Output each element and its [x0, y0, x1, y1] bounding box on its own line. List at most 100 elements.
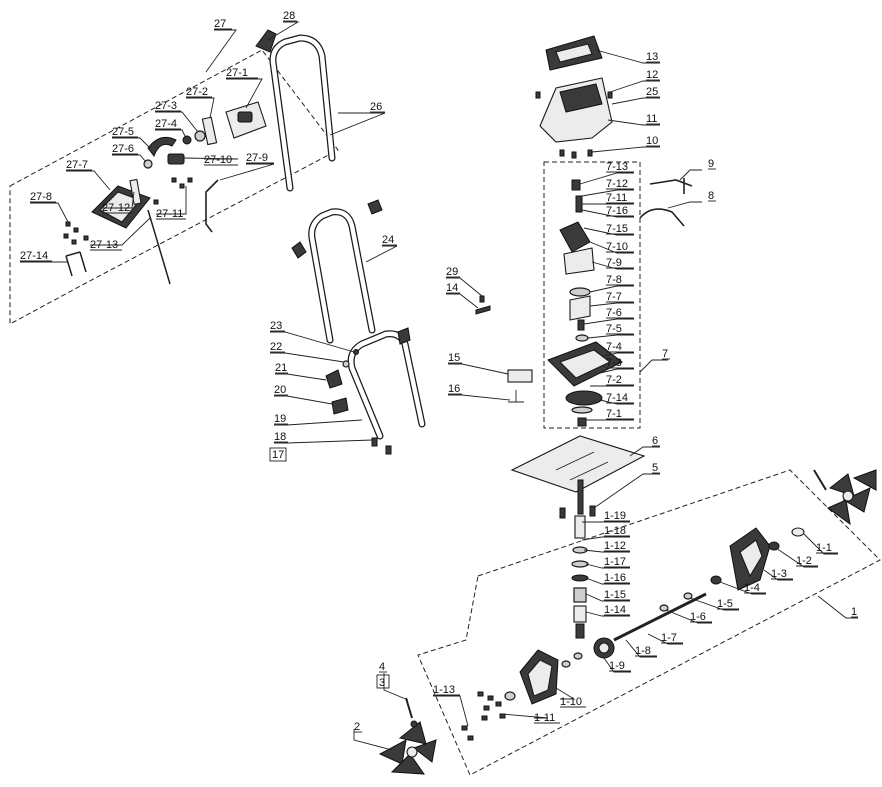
plate-6: [510, 435, 646, 493]
label-1-16: 1-16: [604, 572, 626, 584]
label-9: 9: [708, 158, 714, 170]
screws-27-8: [63, 221, 89, 245]
label-1-8: 1-8: [635, 645, 651, 657]
rod-27-13: [147, 209, 171, 285]
label-1-2: 1-2: [796, 555, 812, 567]
label-7-13: 7-13: [606, 161, 628, 173]
label-27-12: 27-12: [102, 202, 130, 214]
label-7: 7: [662, 348, 668, 360]
label-12: 12: [646, 69, 658, 81]
screws-10-12-25: [535, 91, 613, 159]
label-17: 17: [272, 449, 284, 461]
label-28: 28: [283, 10, 295, 22]
label-6: 6: [652, 435, 658, 447]
part-27-3: [194, 130, 206, 142]
label-25: 25: [646, 86, 658, 98]
drive-shaft-stack: [571, 479, 589, 639]
axle-1-8: [613, 592, 707, 642]
cover-13: [545, 35, 603, 71]
label-27-6: 27-6: [112, 143, 134, 155]
label-1-4: 1-4: [744, 582, 760, 594]
box-label-3: [376, 674, 390, 689]
label-1-18: 1-18: [604, 525, 626, 537]
part-27-10: [167, 153, 185, 165]
cable-8: [639, 208, 685, 227]
leader-lines: [20, 21, 858, 751]
washers-1-4-1-5-1-6: [659, 575, 722, 612]
label-1-9: 1-9: [609, 660, 625, 672]
tine-2: [378, 721, 437, 775]
label-27-4: 27-4: [155, 118, 177, 130]
part-15: [507, 369, 533, 383]
group-27-boundary: [9, 49, 339, 325]
label-29: 29: [446, 266, 458, 278]
label-7-2: 7-2: [606, 374, 622, 386]
label-1-6: 1-6: [690, 611, 706, 623]
label-1-3: 1-3: [771, 568, 787, 580]
label-23: 23: [270, 320, 282, 332]
tine-right: [813, 469, 877, 526]
lower-handle-19: [347, 330, 426, 440]
label-27-2: 27-2: [186, 86, 208, 98]
label-1-1: 1-1: [816, 542, 832, 554]
label-19: 19: [274, 413, 286, 425]
part-labels: 27 28 27-1 27-2 26 27-3 27-4 27-5 27-6 2…: [20, 10, 857, 733]
label-1-10: 1-10: [560, 696, 582, 708]
label-18: 18: [274, 431, 286, 443]
label-7-12: 7-12: [606, 178, 628, 190]
label-20: 20: [274, 384, 286, 396]
label-7-8: 7-8: [606, 274, 622, 286]
label-26: 26: [370, 101, 382, 113]
motor-housing-11: [539, 77, 613, 143]
label-27-13: 27-13: [90, 239, 118, 251]
label-11: 11: [646, 113, 657, 125]
gear-1-9: [593, 637, 615, 659]
label-1-12: 1-12: [604, 540, 626, 552]
label-27-9: 27-9: [246, 152, 268, 164]
label-7-10: 7-10: [606, 241, 628, 253]
label-5: 5: [652, 462, 658, 474]
knobs: [291, 199, 411, 415]
label-7-6: 7-6: [606, 307, 622, 319]
bolt-3-4: [405, 697, 418, 728]
label-15: 15: [448, 352, 460, 364]
parts-29-14: [475, 295, 491, 315]
gearbox-half-1-3: [729, 527, 771, 591]
part-27-4: [182, 135, 192, 145]
label-7-9: 7-9: [606, 257, 622, 269]
label-7-5: 7-5: [606, 323, 622, 335]
washer-22: [342, 360, 350, 368]
screws-1-11-1-13: [461, 691, 506, 741]
box-label-17: [269, 447, 287, 462]
label-3: 3: [379, 677, 385, 689]
label-27-7: 27-7: [66, 159, 88, 171]
group-1-boundary: [417, 469, 881, 776]
upper-handle-26: [269, 34, 336, 192]
label-7-15: 7-15: [606, 223, 628, 235]
label-7-11: 7-11: [606, 192, 627, 204]
label-underlines: [20, 20, 858, 733]
bolts-17-18: [371, 437, 392, 455]
label-4: 4: [379, 661, 385, 673]
motor-group-7: [547, 179, 623, 427]
cable-27-9: [205, 179, 219, 233]
label-27-11: 27-11: [156, 208, 183, 220]
label-24: 24: [382, 234, 394, 246]
label-7-3: 7-3: [606, 357, 622, 369]
label-27-1: 27-1: [226, 67, 248, 79]
label-7-4: 7-4: [606, 341, 622, 353]
label-7-14: 7-14: [606, 392, 628, 404]
label-7-1: 7-1: [606, 408, 622, 420]
label-14: 14: [446, 282, 458, 294]
label-22: 22: [270, 341, 282, 353]
label-1-15: 1-15: [604, 589, 626, 601]
part-16: [508, 390, 524, 403]
label-8: 8: [708, 190, 714, 202]
label-7-16: 7-16: [606, 205, 628, 217]
label-16: 16: [448, 383, 460, 395]
label-13: 13: [646, 51, 658, 63]
label-1-14: 1-14: [604, 604, 626, 616]
label-2: 2: [354, 721, 360, 733]
label-10: 10: [646, 135, 658, 147]
